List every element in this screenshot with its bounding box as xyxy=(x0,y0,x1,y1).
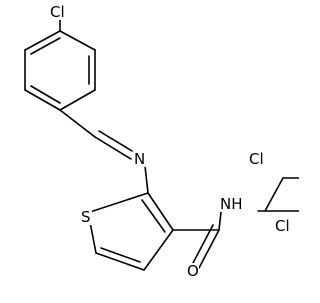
atom-label-n-imine: N xyxy=(134,150,145,168)
atom-label-nh: NH xyxy=(220,195,243,213)
atom-label-cl-para: Cl xyxy=(275,217,290,235)
atom-o-carbonyl: O xyxy=(186,262,199,280)
thiophene-ring xyxy=(89,192,174,271)
atom-cl-top: Cl xyxy=(50,3,72,21)
atom-cl-para: Cl xyxy=(274,217,296,235)
dichlorophenyl-ring xyxy=(264,177,299,212)
atom-label-cl-meta: Cl xyxy=(249,150,264,168)
bond-ring-ch xyxy=(59,109,96,138)
atom-nh-amide: NH xyxy=(219,195,243,213)
chlorophenyl-ring xyxy=(24,30,96,111)
atom-cl-meta: Cl xyxy=(248,150,270,168)
carbonyl-double-bond xyxy=(192,224,220,269)
bond-n-c2 xyxy=(144,165,149,194)
chemical-structure: Cl N S NH O Cl Cl xyxy=(24,3,299,280)
atom-label-cl-top: Cl xyxy=(50,3,65,21)
bond-c-nh xyxy=(218,211,222,231)
imine-double-bond xyxy=(94,130,133,160)
atom-label-s: S xyxy=(81,208,91,226)
atom-n-imine: N xyxy=(133,150,146,168)
atom-s-ring: S xyxy=(80,208,92,226)
atom-label-o: O xyxy=(187,262,199,280)
